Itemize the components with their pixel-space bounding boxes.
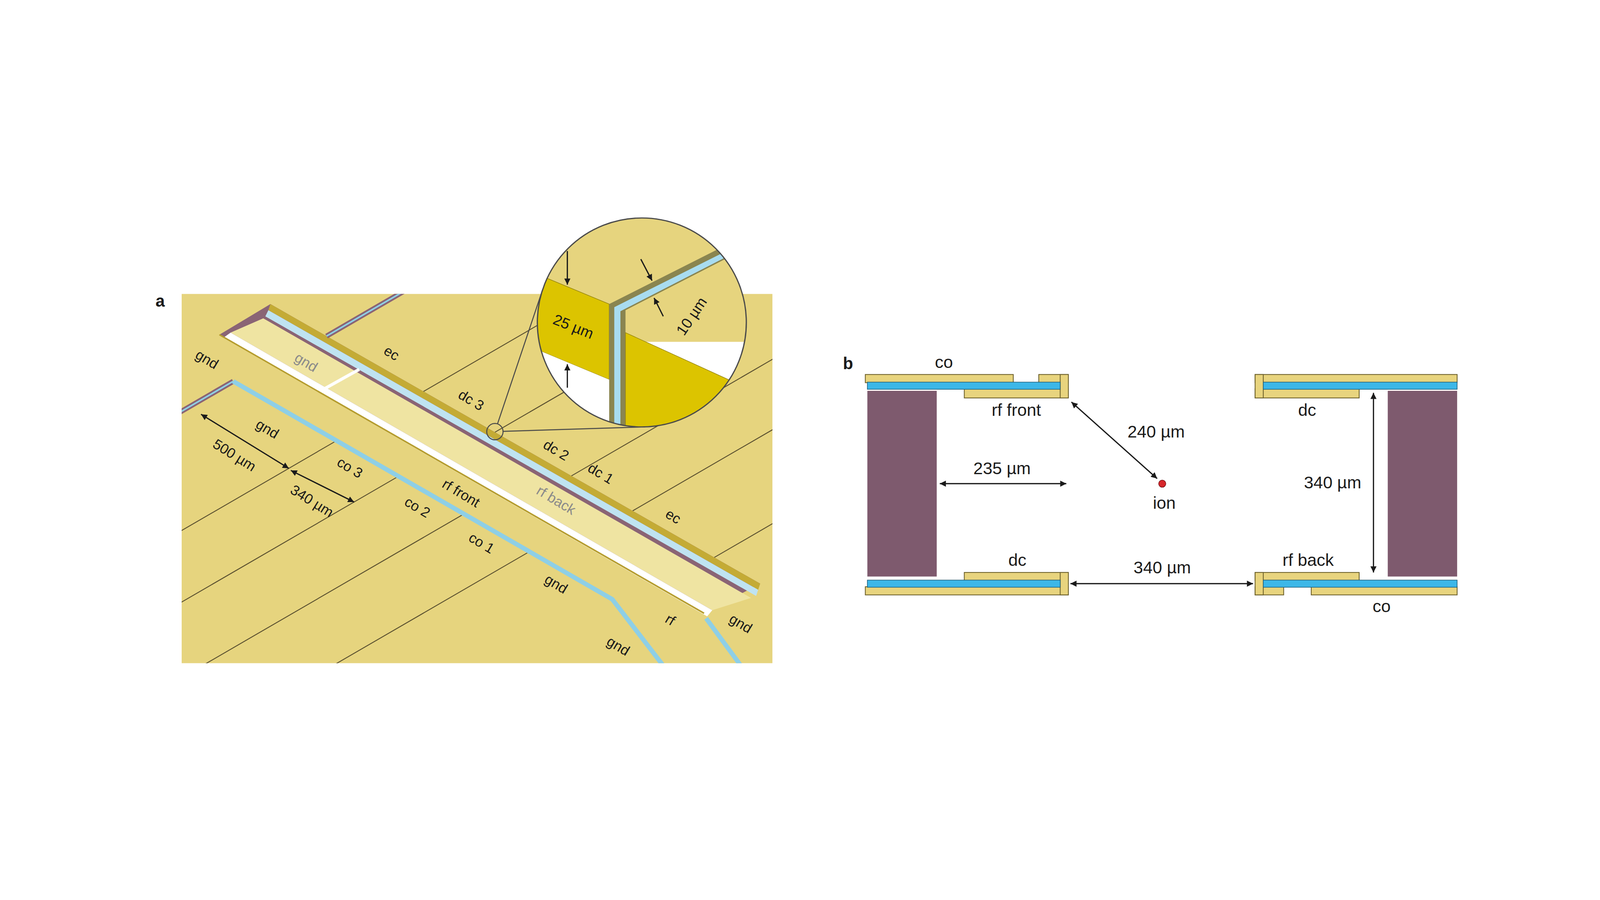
- dielectric-layer: [867, 580, 1061, 588]
- dimension-label: 500 µm: [210, 436, 259, 474]
- zoom-void: [530, 347, 610, 439]
- chip-surface: [181, 293, 773, 664]
- dimension-arrow: [1071, 402, 1158, 479]
- dimension-arrow: [1372, 392, 1375, 573]
- dimension-arrow: [640, 259, 653, 281]
- electrode-layer: [865, 586, 1069, 595]
- layer-edge-stripe: [181, 293, 653, 571]
- electrode-layer: [1255, 374, 1264, 398]
- dielectric-gap: [233, 381, 666, 664]
- leader-line: [497, 289, 543, 424]
- electrode-layer: [1060, 374, 1069, 398]
- electrode-label: rf: [662, 611, 678, 628]
- dimension-arrow: [567, 250, 664, 388]
- zoom-marker: [486, 423, 503, 440]
- dielectric-layer: [1263, 382, 1458, 390]
- dimension-arrow: [940, 392, 1374, 584]
- electrode-top-face: [530, 209, 755, 342]
- electrode-label: rf front: [991, 401, 1041, 419]
- dimension-label: 25 µm: [551, 311, 596, 342]
- electrode-label: rf back: [534, 482, 578, 518]
- dimension-arrow: [200, 414, 354, 503]
- electrode-layer: [1255, 374, 1458, 383]
- electrode-layer: [865, 374, 1014, 383]
- electrode-label: rf back: [1282, 551, 1334, 569]
- dimension-arrow: [1070, 582, 1253, 585]
- layer-edge-stripe: [181, 381, 234, 571]
- dimension-label: 340 µm: [1133, 558, 1192, 576]
- electrode-label: gnd: [193, 347, 221, 372]
- dielectric-layer: [867, 382, 1458, 588]
- electrode-label: dc: [1008, 551, 1027, 569]
- panel-letter: a: [155, 292, 165, 310]
- electrode-label: dc 3: [456, 387, 487, 413]
- layer-edge-stripe: [181, 381, 234, 571]
- electrode-layer: [1255, 572, 1360, 581]
- electrode-label: ec: [663, 506, 684, 527]
- dimension-label: 10 µm: [673, 294, 710, 338]
- electrode-layer: [1311, 586, 1458, 595]
- electrode-layer: [964, 388, 1069, 398]
- electrode-layer: [1255, 572, 1264, 595]
- dimension-arrow: [566, 250, 568, 285]
- electrode-front-face: [625, 332, 755, 439]
- dimension-arrow: [940, 482, 1067, 485]
- electrode-gap: [181, 513, 465, 663]
- electrode-gap: [202, 551, 530, 664]
- electrode-label: co: [1372, 597, 1391, 615]
- electrode-label: co 1: [466, 530, 498, 556]
- electrode-label: gnd: [292, 350, 320, 375]
- electrode-layer: [865, 374, 1458, 595]
- spacer-block: [867, 390, 938, 577]
- electrode-layer: [1255, 388, 1360, 398]
- leader-line: [502, 427, 645, 432]
- cross-section: [865, 374, 1458, 595]
- zoom-inset-outline: [537, 217, 747, 428]
- electrode-label: dc 2: [540, 437, 572, 463]
- electrode-label: rf front: [440, 476, 483, 510]
- zoom-inset: [530, 209, 755, 439]
- panel-letter: b: [842, 355, 853, 372]
- electrode-label: dc 1: [585, 460, 617, 487]
- dimension-label: 340 µm: [288, 482, 337, 520]
- floor-gap: [324, 369, 360, 390]
- dielectric-layer: [867, 382, 1061, 390]
- dimension-arrow: [566, 364, 568, 388]
- electrode-label: gnd: [604, 633, 633, 658]
- electrode-label: co 2: [402, 494, 433, 520]
- electrode-label: co: [935, 353, 953, 371]
- spacer-block: [1387, 390, 1458, 577]
- electrode-label: gnd: [542, 571, 570, 596]
- ion-dot: [1158, 480, 1166, 488]
- dimension-arrow: [654, 297, 664, 317]
- dimension-label: 240 µm: [1127, 422, 1185, 440]
- dimension-label: 340 µm: [1304, 474, 1362, 492]
- electrode-label: co 3: [335, 454, 366, 481]
- dielectric-layer: [1263, 580, 1458, 588]
- electrode-gap: [181, 476, 399, 664]
- electrode-label: dc: [1297, 401, 1316, 419]
- electrode-layer: [964, 572, 1069, 581]
- electrode-layer: [1060, 572, 1069, 595]
- electrode-label: ec: [381, 343, 402, 364]
- electrode-label: gnd: [253, 416, 282, 441]
- ion-label: ion: [1152, 494, 1176, 512]
- dimension-label: 235 µm: [973, 460, 1031, 478]
- electrode-label: gnd: [727, 611, 755, 636]
